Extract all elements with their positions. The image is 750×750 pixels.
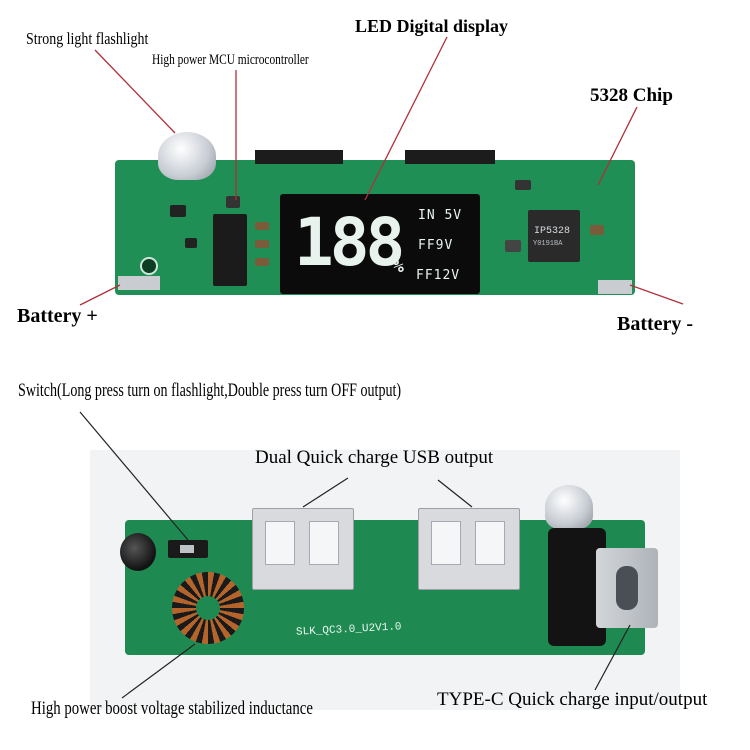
label-typec: TYPE-C Quick charge input/output — [437, 689, 708, 710]
lcd-line-9v: FF9V — [418, 238, 454, 253]
capacitor-4 — [590, 225, 604, 235]
leader-switch — [79, 411, 189, 541]
lcd-line-12v: FF12V — [416, 268, 461, 283]
lcd-digits: 188 — [294, 204, 405, 281]
ip5328-chip: IP5328 Y0191BA — [528, 210, 580, 262]
leader-battery-minus — [629, 284, 684, 305]
capacitor-5 — [515, 180, 531, 190]
label-battery-minus: Battery - — [617, 313, 694, 335]
capacitor-3 — [255, 258, 269, 266]
chip-marking: IP5328 — [534, 226, 571, 237]
leader-chip — [597, 106, 638, 186]
battery-minus-pad — [598, 280, 632, 294]
capacitor-2 — [255, 240, 269, 248]
transistor-2 — [185, 238, 197, 248]
battery-plus-pad — [118, 276, 160, 290]
lcd-line-input: IN 5V — [418, 208, 463, 223]
usb-port-2 — [418, 508, 520, 590]
mcu-chip — [213, 214, 247, 286]
top-pcb-connector-left — [255, 150, 343, 164]
top-pcb-connector-right — [405, 150, 495, 164]
leader-battery-plus — [79, 284, 121, 306]
label-battery-plus: Battery + — [17, 305, 98, 327]
lcd-display: 188 % IN 5V FF9V FF12V — [280, 194, 480, 294]
leader-flashlight — [94, 49, 176, 134]
label-flashlight: Strong light flashlight — [26, 29, 149, 48]
label-mcu: High power MCU microcontroller — [152, 52, 309, 68]
label-switch: Switch(Long press turn on flashlight,Dou… — [18, 380, 402, 401]
toroid-inductor — [172, 572, 244, 644]
label-inductor: High power boost voltage stabilized indu… — [31, 698, 313, 719]
electrolytic-capacitor — [120, 533, 156, 571]
usb-port-1 — [252, 508, 354, 590]
inductor-small — [505, 240, 521, 252]
leader-inductor — [121, 643, 196, 699]
capacitor-1 — [255, 222, 269, 230]
label-chip: 5328 Chip — [590, 85, 673, 106]
mounting-hole-left — [140, 257, 158, 275]
switch-button — [168, 540, 208, 558]
typec-port — [596, 548, 658, 628]
flashlight-led — [158, 132, 216, 180]
leader-usb-2 — [437, 479, 473, 508]
leader-lcd — [364, 36, 448, 201]
label-usb-output: Dual Quick charge USB output — [255, 447, 494, 468]
label-lcd: LED Digital display — [355, 16, 509, 36]
leader-typec — [594, 624, 631, 691]
transistor-1 — [170, 205, 186, 217]
chip-code: Y0191BA — [533, 240, 563, 248]
bottom-flashlight-led — [545, 485, 593, 529]
leader-usb-1 — [302, 477, 349, 508]
lcd-percent: % — [393, 256, 404, 277]
